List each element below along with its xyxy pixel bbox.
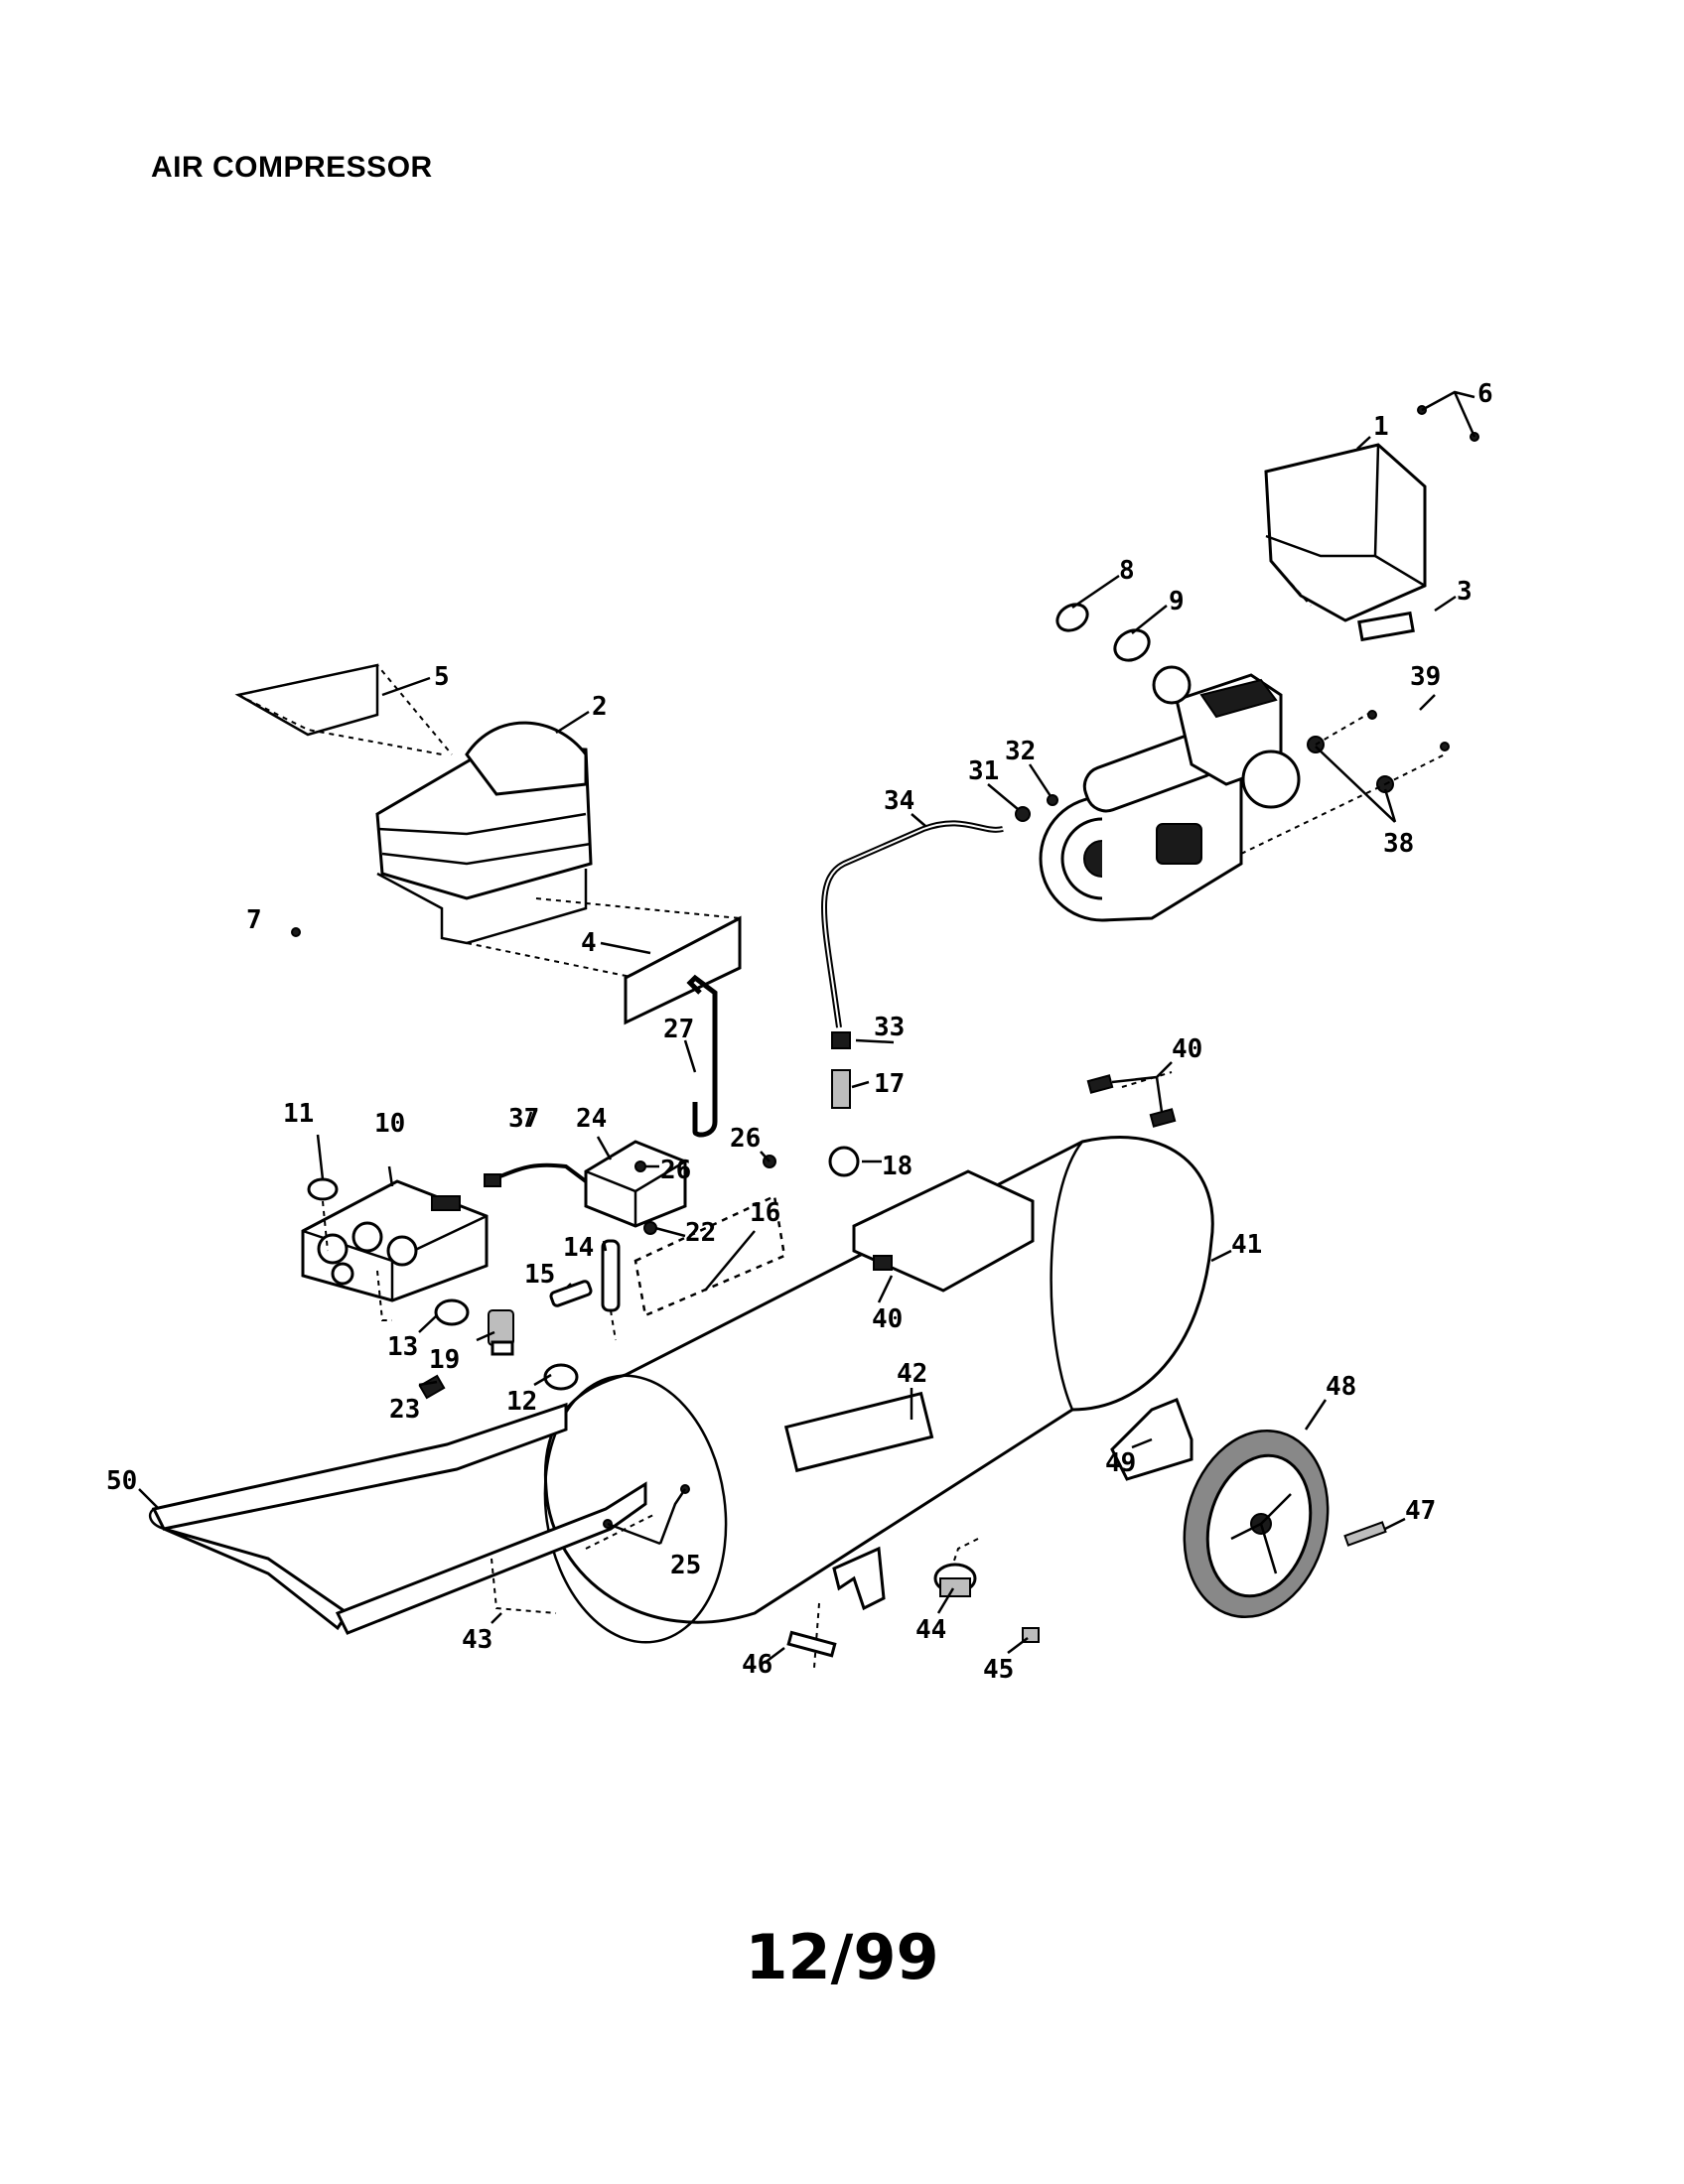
leader-lines	[138, 390, 1476, 1664]
callout-7: 7	[246, 905, 262, 935]
callout-33: 33	[874, 1013, 905, 1042]
manifold-part	[301, 1179, 489, 1302]
label-sheet-part	[234, 663, 379, 737]
regulator-part	[488, 1309, 514, 1346]
callout-labels: 1 2 3 4 5 6 7 8 9 10 11 12 13 14 15 16 1…	[106, 379, 1493, 1685]
callout-19: 19	[429, 1345, 460, 1375]
gauge-part	[543, 1363, 579, 1391]
screw-part	[291, 927, 301, 937]
callout-43: 43	[462, 1625, 492, 1655]
callout-47: 47	[1405, 1496, 1436, 1526]
shroud-rear-part	[237, 663, 741, 979]
nut-part	[831, 1031, 851, 1049]
pressure-switch-part	[584, 1140, 687, 1228]
check-valve-part	[831, 1069, 851, 1109]
callout-24: 24	[576, 1104, 607, 1134]
callout-3: 3	[1457, 577, 1473, 607]
shroud-part	[1264, 443, 1427, 642]
callout-42: 42	[897, 1359, 927, 1389]
callout-31: 31	[968, 756, 999, 786]
callout-41: 41	[1231, 1230, 1262, 1260]
mount-bracket-part	[852, 1169, 1035, 1293]
gasket-ring-part	[1055, 603, 1089, 632]
callout-37: 37	[508, 1104, 539, 1134]
callout-32: 32	[1005, 737, 1036, 766]
air-tank-part	[543, 1136, 1214, 1644]
callout-4: 4	[581, 928, 597, 958]
callout-34: 34	[884, 786, 914, 816]
callout-6: 6	[1477, 379, 1493, 409]
isolator-part	[1149, 1108, 1177, 1128]
callout-46: 46	[742, 1650, 772, 1680]
callout-26a: 26	[730, 1124, 761, 1154]
callout-13: 13	[387, 1332, 418, 1362]
bushing-part	[828, 1146, 860, 1177]
gauge-part	[307, 1177, 339, 1201]
callout-25: 25	[670, 1551, 701, 1580]
callout-40a: 40	[1172, 1034, 1202, 1064]
callout-44: 44	[915, 1615, 946, 1645]
callout-39: 39	[1410, 662, 1441, 692]
isolator-part	[873, 1255, 893, 1271]
callout-10: 10	[374, 1109, 405, 1139]
nipple-part	[601, 1239, 621, 1312]
safety-valve-part	[418, 1374, 446, 1400]
isolator-part	[1086, 1074, 1114, 1094]
callout-18: 18	[882, 1152, 912, 1181]
outlet-tube-part	[821, 820, 1004, 1028]
diagram-title: AIR COMPRESSOR	[151, 151, 433, 184]
panel-part	[624, 915, 742, 1025]
callout-48: 48	[1326, 1372, 1356, 1402]
gauge-part	[434, 1298, 470, 1326]
axle-bolt-part	[1343, 1521, 1387, 1547]
callout-5: 5	[434, 662, 450, 692]
callout-27: 27	[663, 1015, 694, 1044]
foot-bracket-part	[832, 1546, 886, 1611]
callout-26b: 26	[660, 1156, 691, 1185]
callout-1: 1	[1373, 412, 1389, 442]
unloader-tube-part	[686, 974, 718, 1138]
callout-9: 9	[1169, 587, 1185, 616]
decal-part	[783, 1391, 934, 1473]
callout-12: 12	[506, 1387, 537, 1417]
callout-8: 8	[1119, 556, 1135, 586]
callout-45: 45	[983, 1655, 1014, 1685]
page-date-code: 12/99	[745, 1921, 939, 1993]
wheel-part	[1183, 1429, 1330, 1619]
callout-14: 14	[563, 1233, 594, 1263]
callout-16: 16	[750, 1198, 780, 1228]
filter-ring-part	[1113, 628, 1151, 662]
callout-23: 23	[389, 1395, 420, 1425]
pump-motor-part	[1039, 665, 1301, 922]
decal-part	[786, 1630, 837, 1658]
callout-22: 22	[685, 1218, 716, 1248]
fitting-part	[1047, 794, 1058, 806]
callout-2: 2	[592, 692, 608, 722]
callout-38: 38	[1383, 829, 1414, 859]
callout-50: 50	[106, 1466, 137, 1496]
callout-15: 15	[524, 1260, 555, 1290]
callout-49: 49	[1105, 1448, 1136, 1478]
screw-part	[1440, 742, 1450, 751]
callout-17: 17	[874, 1069, 905, 1099]
fitting-part	[1015, 806, 1031, 822]
screw-part	[1367, 710, 1377, 720]
callout-40b: 40	[872, 1304, 903, 1334]
callout-11: 11	[283, 1099, 314, 1129]
